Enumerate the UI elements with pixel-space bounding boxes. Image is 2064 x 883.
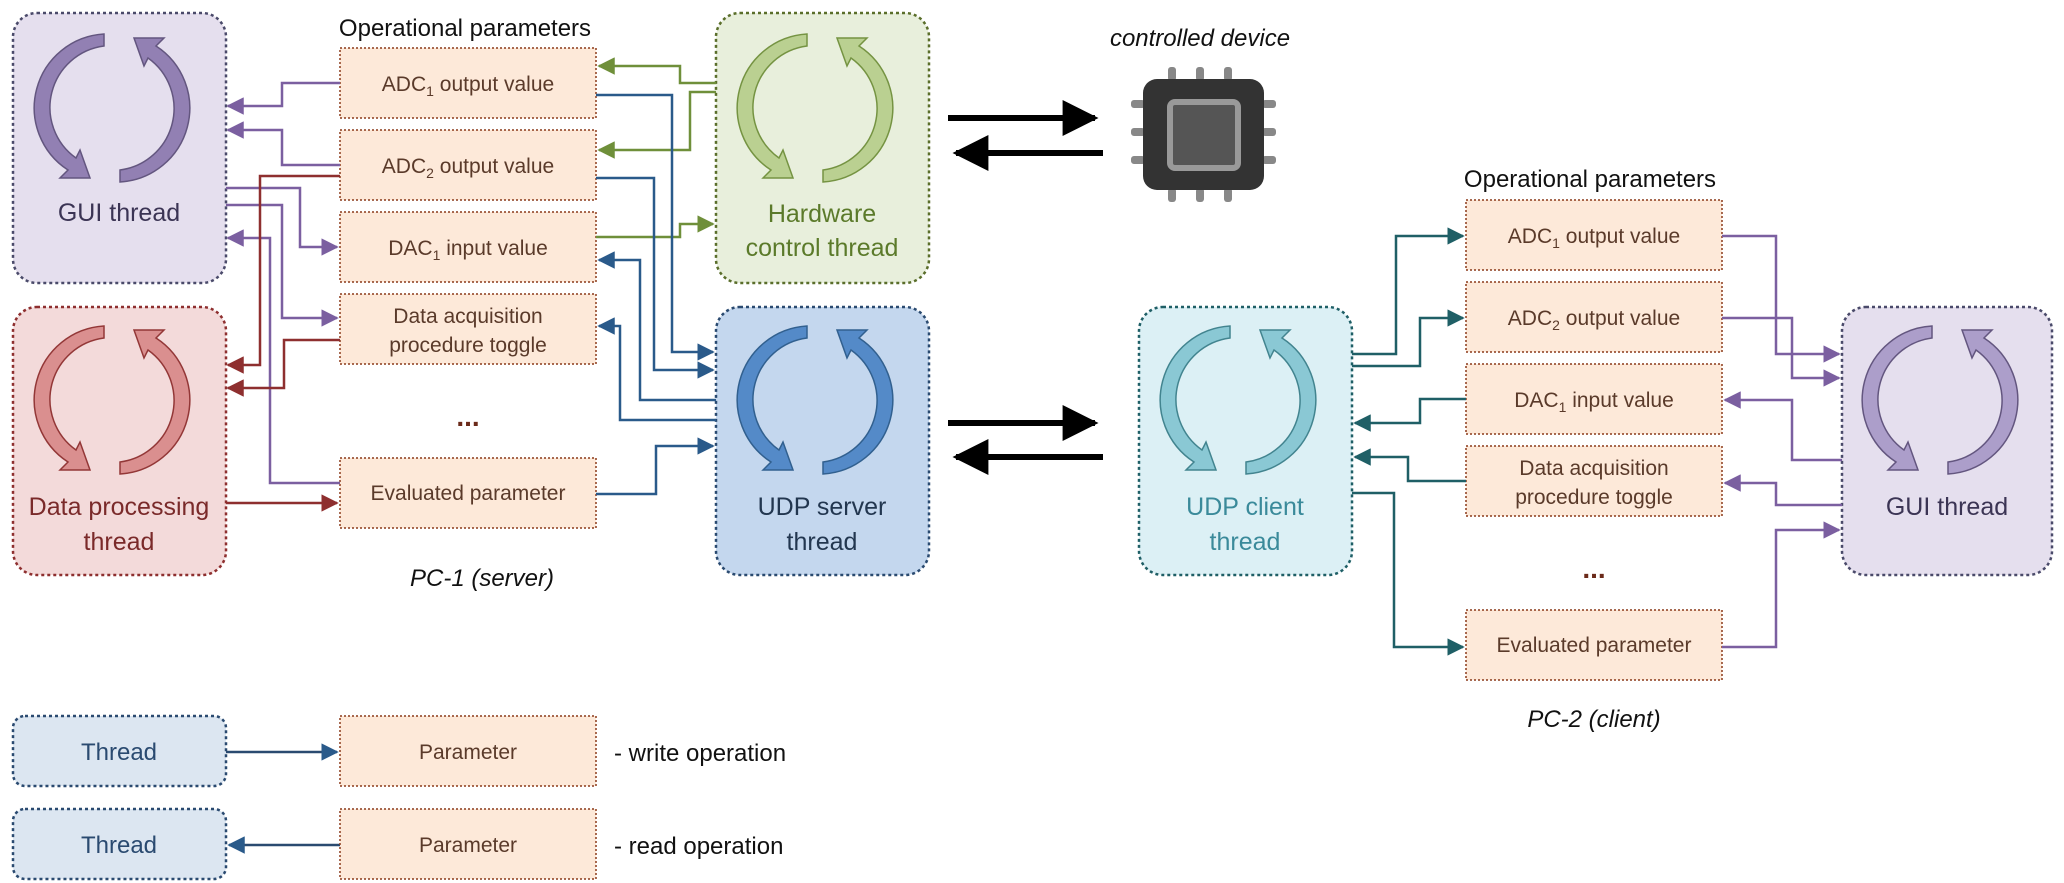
svg-text:DAC1 input value: DAC1 input value	[388, 237, 548, 263]
svg-text:Data acquisition: Data acquisition	[1519, 457, 1668, 480]
pc1-udp-connectors	[596, 93, 716, 496]
svg-text:Evaluated parameter: Evaluated parameter	[371, 482, 566, 505]
network-link-arrows	[948, 405, 1103, 475]
pc2-udp-label-1: UDP client	[1186, 493, 1304, 521]
pc1-hw-label-1: Hardware	[768, 200, 876, 228]
pc2-udp-label-2: thread	[1210, 528, 1281, 556]
legend-thread-label: Thread	[81, 739, 157, 766]
svg-text:ADC2 output value: ADC2 output value	[1508, 307, 1680, 333]
pc1-dataproc-connectors	[226, 174, 340, 512]
legend-read: Thread Parameter - read operation	[11, 807, 783, 881]
svg-text:ADC1 output value: ADC1 output value	[1508, 225, 1680, 251]
pc1-param-adc1: ADC1 output value	[339, 47, 597, 119]
pc2-param-daq-toggle: Data acquisition procedure toggle	[1465, 445, 1723, 517]
pc1-udp-label-1: UDP server	[758, 493, 887, 521]
pc1-param-daq-toggle: Data acquisition procedure toggle	[339, 293, 597, 365]
pc2-param-evaluated: Evaluated parameter	[1465, 609, 1723, 681]
pc1-param-evaluated: Evaluated parameter	[339, 457, 597, 529]
pc2-gui-connectors	[1722, 234, 1842, 649]
pc1-hardware-control-thread: Hardware control thread	[714, 11, 931, 285]
pc1-param-dac1: DAC1 input value	[339, 211, 597, 283]
legend-read-text: - read operation	[614, 833, 783, 860]
device-label: controlled device	[1110, 25, 1290, 52]
pc1-dataproc-label-1: Data processing	[29, 493, 210, 521]
legend-write: Thread Parameter - write operation	[11, 714, 786, 788]
pc2-udp-connectors	[1352, 227, 1466, 656]
pc1-udp-server-thread: UDP server thread	[714, 305, 931, 577]
chip-icon	[1131, 67, 1276, 202]
device-link-arrows	[948, 100, 1103, 171]
pc1-hw-label-2: control thread	[746, 234, 899, 262]
pc1-udp-label-2: thread	[787, 528, 858, 556]
pc2-param-adc1: ADC1 output value	[1465, 199, 1723, 271]
pc1-data-processing-thread: Data processing thread	[11, 305, 228, 577]
pc1-param-adc2: ADC2 output value	[339, 129, 597, 201]
pc2-caption: PC-2 (client)	[1527, 706, 1660, 733]
legend-thread-label-2: Thread	[81, 832, 157, 859]
pc2-udp-client-thread: UDP client thread	[1137, 305, 1354, 577]
svg-text:DAC1 input value: DAC1 input value	[1514, 389, 1674, 415]
svg-text:ADC2 output value: ADC2 output value	[382, 155, 554, 181]
pc2-gui-thread-label: GUI thread	[1886, 493, 2008, 521]
legend-parameter-label: Parameter	[419, 741, 517, 764]
svg-text:Data acquisition: Data acquisition	[393, 305, 542, 328]
pc2-param-adc2: ADC2 output value	[1465, 281, 1723, 353]
pc2-ops-title: Operational parameters	[1464, 166, 1716, 193]
pc1-caption: PC-1 (server)	[410, 565, 554, 592]
pc1-dataproc-label-2: thread	[84, 528, 155, 556]
pc1-param-ellipsis: ...	[456, 401, 479, 432]
svg-text:ADC1 output value: ADC1 output value	[382, 73, 554, 99]
svg-text:procedure toggle: procedure toggle	[1515, 486, 1673, 509]
pc2-param-ellipsis: ...	[1582, 553, 1605, 584]
pc2-gui-thread: GUI thread	[1840, 305, 2054, 577]
pc2-param-dac1: DAC1 input value	[1465, 363, 1723, 435]
svg-text:Evaluated parameter: Evaluated parameter	[1497, 634, 1692, 657]
pc1-ops-title: Operational parameters	[339, 15, 591, 42]
pc1-gui-connectors	[226, 81, 340, 485]
legend-parameter-label-2: Parameter	[419, 834, 517, 857]
pc1-hw-connectors	[596, 57, 716, 239]
pc1-gui-thread: GUI thread	[11, 11, 228, 285]
legend-write-text: - write operation	[614, 740, 786, 767]
svg-text:procedure toggle: procedure toggle	[389, 334, 547, 357]
pc1-gui-thread-label: GUI thread	[58, 199, 180, 227]
